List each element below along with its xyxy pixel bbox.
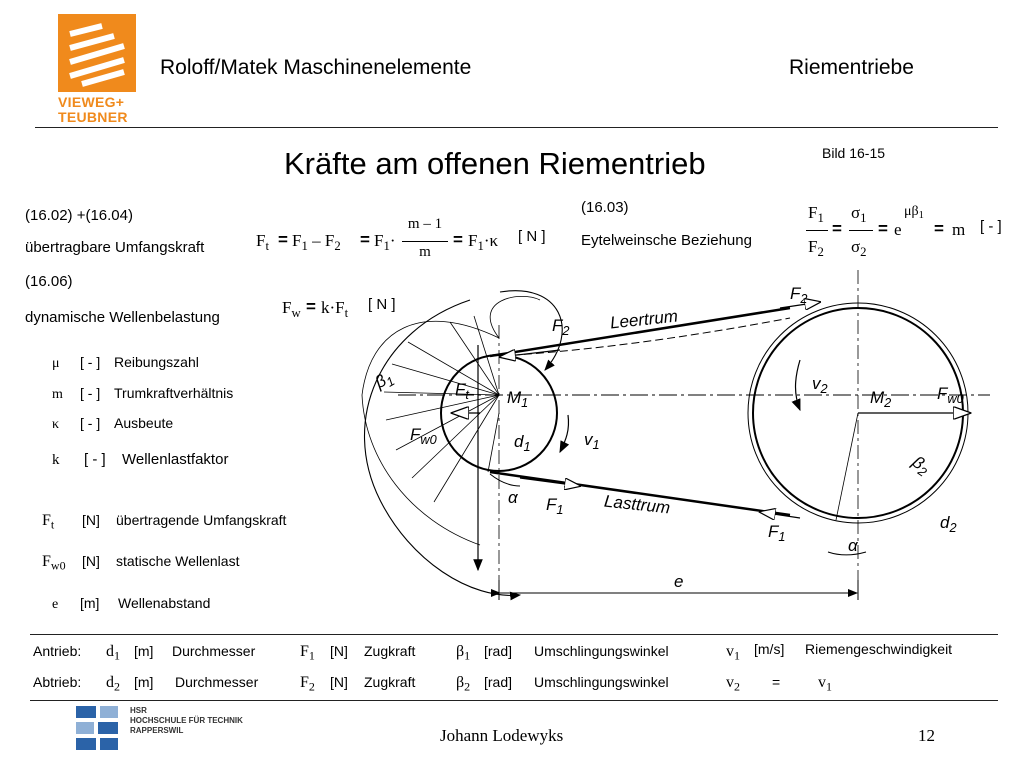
- footer-row-antrieb: Antrieb: d1 [m] Durchmesser F1 [N] Zugkr…: [33, 641, 953, 663]
- legend-row: Fw0[N]statische Wellenlast: [42, 553, 240, 573]
- fraction-numerator: m – 1: [407, 216, 443, 232]
- label-f2-left: F2: [552, 316, 570, 338]
- label-fw0-right: Fw0: [937, 384, 964, 406]
- symbol-legend: μ[ - ]Reibungszahl m[ - ]Trumkraftverhäl…: [0, 0, 330, 620]
- label-d2: d2: [940, 513, 957, 535]
- legend-row: k[ - ]Wellenlastfaktor: [52, 451, 229, 468]
- label-leertrum: Leertrum: [609, 306, 679, 333]
- logo-text-teubner: TEUBNER: [58, 109, 128, 125]
- hsr-logo-mark: [76, 706, 118, 750]
- figure-reference: Bild 16-15: [822, 145, 886, 161]
- unit-label: [ - ]: [980, 218, 1002, 235]
- label-v2: v2: [812, 374, 828, 396]
- formula-wellenbelastung: Fw = k·Ft [ N ]: [282, 296, 396, 320]
- arrow-f1-right: [760, 512, 801, 518]
- label-fw0-left: Fw0: [410, 425, 437, 447]
- arrow-f2-left: [500, 350, 561, 357]
- fraction-bar: [806, 230, 828, 231]
- logo-graphic: [58, 14, 136, 92]
- institution-name-3: RAPPERSWIL: [130, 726, 184, 735]
- label-v1: v1: [584, 430, 600, 452]
- institution-logo: HSR HOCHSCHULE FÜR TECHNIK RAPPERSWIL: [76, 706, 276, 752]
- table-rule-bottom: [30, 700, 998, 701]
- unit-label: [ N ]: [518, 228, 546, 245]
- legend-row: Ft[N]übertragende Umfangskraft: [42, 512, 287, 532]
- formula-desc-2: Eytelweinsche Beziehung: [581, 232, 752, 249]
- page-number: 12: [918, 726, 935, 745]
- formula-desc-3: dynamische Wellenbelastung: [25, 309, 220, 326]
- label-f1-left: F1: [546, 495, 564, 517]
- label-f2-top: F2: [790, 284, 808, 306]
- label-alpha-large: α: [848, 536, 858, 555]
- arrow-f1-left: [519, 477, 580, 486]
- force-arc-f2: [499, 290, 563, 371]
- publisher-logo: VIEWEG+ TEUBNER: [58, 14, 140, 126]
- rotation-v2: [791, 359, 801, 412]
- footer-row-abtrieb: Abtrieb: d2 [m] Durchmesser F2 [N] Zugkr…: [33, 674, 832, 694]
- header-rule: [35, 127, 998, 128]
- formula-umfangskraft: Ft = F1 – F2 = F1· m – 1 m = F1·κ [ N ]: [256, 216, 546, 260]
- label-m2: M2: [870, 388, 892, 410]
- alpha-arc-large: [827, 551, 867, 556]
- leertrum-belt: [489, 306, 791, 358]
- book-title: Roloff/Matek Maschinenelemente: [160, 56, 472, 79]
- formula-ref-2: (16.03): [581, 199, 629, 216]
- formula-ref-1: (16.02) +(16.04): [25, 207, 133, 224]
- legend-row: m[ - ]Trumkraftverhältnis: [52, 385, 234, 402]
- sym-f: F: [256, 231, 266, 250]
- rotation-v1: [559, 414, 570, 454]
- radius-line-small: [487, 412, 500, 473]
- label-m1: M1: [507, 388, 529, 410]
- label-f1-right: F1: [768, 522, 786, 544]
- formula-desc-1: übertragbare Umfangskraft: [25, 239, 205, 256]
- logo-text-vieweg: VIEWEG+: [58, 94, 125, 110]
- load-distribution-hatching: [361, 295, 541, 546]
- force-arc-beta1: [364, 299, 522, 601]
- legend-row: μ[ - ]Reibungszahl: [52, 354, 199, 371]
- label-lasttrum: Lasttrum: [603, 491, 672, 518]
- label-e: e: [674, 572, 684, 591]
- radius-line-large: [835, 412, 859, 521]
- table-rule-top: [30, 634, 998, 635]
- author-name: Johann Lodewyks: [440, 726, 564, 745]
- formula-eytelwein: F1 F2 = σ1 σ2 = e μβ1 = m [ - ]: [806, 203, 1002, 259]
- label-d1: d1: [514, 432, 531, 454]
- arrow-f2-right: [779, 302, 820, 308]
- page-title: Kräfte am offenen Riementrieb: [284, 146, 706, 181]
- alpha-arc-small: [489, 473, 521, 487]
- unit-label: [ N ]: [368, 296, 396, 313]
- legend-row: κ[ - ]Ausbeute: [52, 415, 174, 432]
- legend-row: e[m]Wellenabstand: [52, 595, 211, 612]
- leertrum-sag: [499, 317, 791, 357]
- fraction-bar: [402, 241, 448, 242]
- lasttrum-belt: [489, 470, 791, 517]
- formula-ref-3: (16.06): [25, 273, 73, 290]
- institution-name-2: HOCHSCHULE FÜR TECHNIK: [130, 716, 243, 725]
- institution-name-1: HSR: [130, 706, 147, 715]
- label-beta2: β2: [908, 452, 930, 480]
- fraction-bar: [849, 230, 873, 231]
- label-alpha-small: α: [508, 488, 518, 507]
- label-ft: Ft: [455, 380, 469, 402]
- fraction-denominator: m: [419, 244, 431, 260]
- chapter-title: Riementriebe: [789, 56, 914, 79]
- label-beta1: β1: [371, 370, 398, 393]
